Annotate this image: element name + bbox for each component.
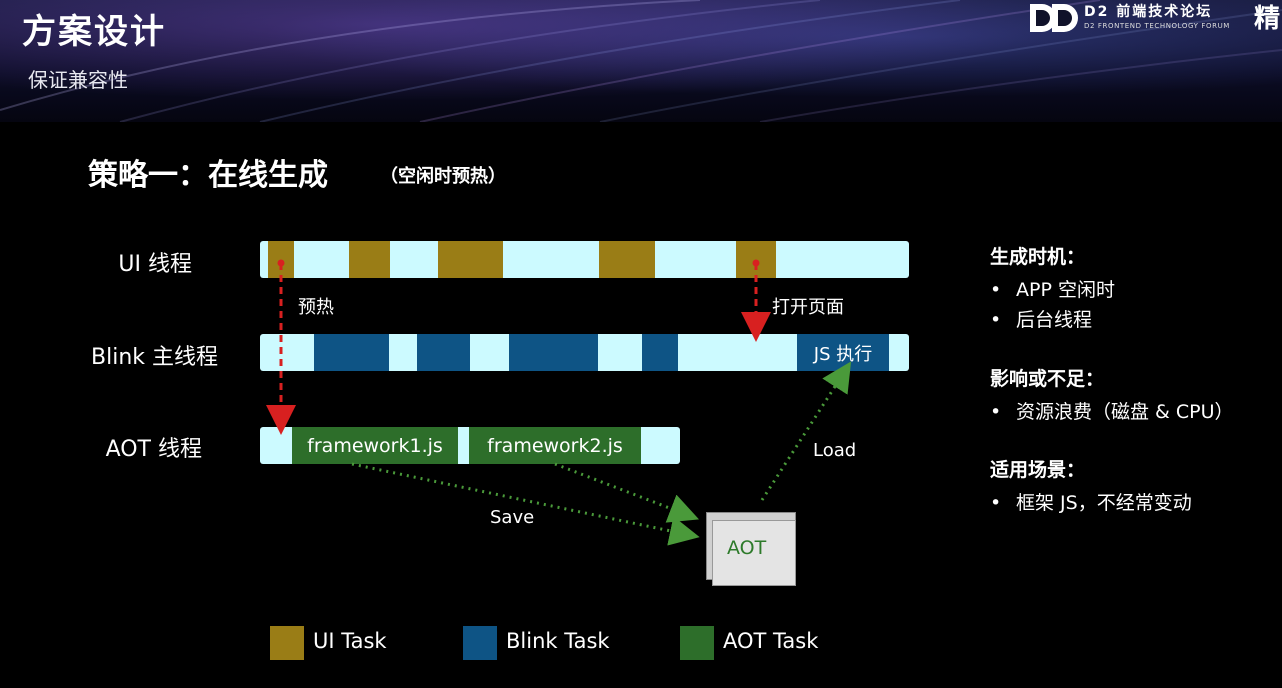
load-label: Load: [813, 440, 857, 461]
preheat-label: 预热: [298, 297, 334, 318]
ui-task-segment: [349, 241, 390, 278]
strategy-note: （空闲时预热）: [380, 166, 506, 187]
logo-cut-char: 精: [1254, 4, 1281, 34]
aot-lane-label: AOT 线程: [105, 437, 202, 462]
legend-label-aot: AOT Task: [723, 629, 819, 653]
load-arrow: [760, 361, 852, 501]
d2-logo-icon: [1030, 4, 1078, 32]
aot-task-framework1: framework1.js: [292, 427, 458, 464]
ui-lane-label: UI 线程: [118, 252, 192, 277]
side-note-item: 框架 JS，不经常变动: [990, 488, 1280, 518]
ui-task-segment: [599, 241, 655, 278]
aot-lane-bar: framework1.js framework2.js: [260, 427, 680, 464]
blink-lane-bar: JS 执行: [260, 334, 909, 371]
side-note-list: APP 空闲时 后台线程: [990, 275, 1280, 335]
side-note-scenarios: 适用场景： 框架 JS，不经常变动: [990, 455, 1280, 518]
header-banner: 方案设计 保证兼容性 D2 前端技术论坛 D2 FRONTEND TECHNOL…: [0, 0, 1282, 122]
side-note-list: 框架 JS，不经常变动: [990, 488, 1280, 518]
save-arrow-framework1: [351, 462, 700, 546]
open-page-label: 打开页面: [772, 297, 844, 318]
logo-subtext: D2 FRONTEND TECHNOLOGY FORUM: [1084, 22, 1230, 30]
aot-file-label: AOT: [727, 537, 767, 559]
legend-label-blink: Blink Task: [506, 629, 610, 653]
side-note-item: APP 空闲时: [990, 275, 1280, 305]
side-note-heading: 影响或不足：: [990, 368, 1105, 390]
page-subtitle: 保证兼容性: [28, 68, 128, 92]
side-note-heading: 适用场景：: [990, 459, 1086, 481]
d2-logo: D2 前端技术论坛 D2 FRONTEND TECHNOLOGY FORUM 精: [1024, 0, 1282, 40]
ui-task-segment: [438, 241, 503, 278]
blink-task-segment: [509, 334, 598, 371]
legend-label-ui: UI Task: [313, 629, 387, 653]
side-note-drawbacks: 影响或不足： 资源浪费（磁盘 & CPU）: [990, 364, 1280, 427]
legend-swatch-aot: [680, 626, 714, 660]
side-note-timing: 生成时机： APP 空闲时 后台线程: [990, 242, 1280, 335]
blink-lane-label: Blink 主线程: [91, 345, 218, 370]
page-title: 方案设计: [22, 12, 166, 52]
legend-swatch-ui: [270, 626, 304, 660]
starfield-background: [0, 0, 1282, 122]
blink-task-segment: [314, 334, 389, 371]
side-note-heading: 生成时机：: [990, 246, 1086, 268]
aot-task-framework2: framework2.js: [469, 427, 641, 464]
side-note-item: 后台线程: [990, 305, 1280, 335]
side-note-list: 资源浪费（磁盘 & CPU）: [990, 397, 1280, 427]
blink-task-segment: [642, 334, 678, 371]
strategy-title: 策略一：在线生成: [88, 158, 328, 193]
aot-file-icon: [712, 520, 796, 586]
logo-text: D2 前端技术论坛: [1084, 4, 1213, 20]
side-note-item: 资源浪费（磁盘 & CPU）: [990, 397, 1280, 427]
save-arrow-framework2: [554, 462, 700, 523]
blink-task-segment: [417, 334, 470, 371]
save-label: Save: [490, 507, 535, 528]
legend-swatch-blink: [463, 626, 497, 660]
